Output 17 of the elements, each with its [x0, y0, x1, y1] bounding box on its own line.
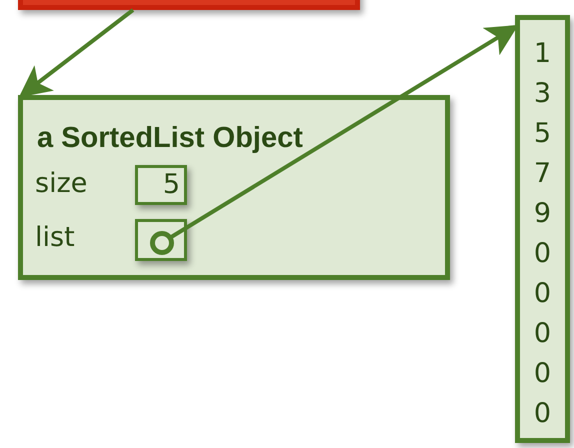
- array-value: 7: [534, 157, 552, 191]
- array-value: 0: [534, 317, 552, 351]
- array-value: 0: [534, 277, 552, 311]
- array-value: 0: [534, 397, 552, 431]
- array-box: [515, 15, 570, 443]
- array-value: 0: [534, 237, 552, 271]
- array-value: 9: [534, 197, 552, 231]
- field-label: list: [35, 222, 75, 253]
- object-title: a SortedList Object: [37, 122, 303, 155]
- array-value: 3: [534, 77, 552, 111]
- array-value: 1: [534, 37, 552, 71]
- array-value: 0: [534, 357, 552, 391]
- field-label: size: [35, 168, 88, 199]
- arrow: [18, 8, 134, 98]
- array-value: 5: [534, 117, 552, 151]
- object-box: [18, 95, 450, 280]
- field-value: 5: [162, 168, 180, 202]
